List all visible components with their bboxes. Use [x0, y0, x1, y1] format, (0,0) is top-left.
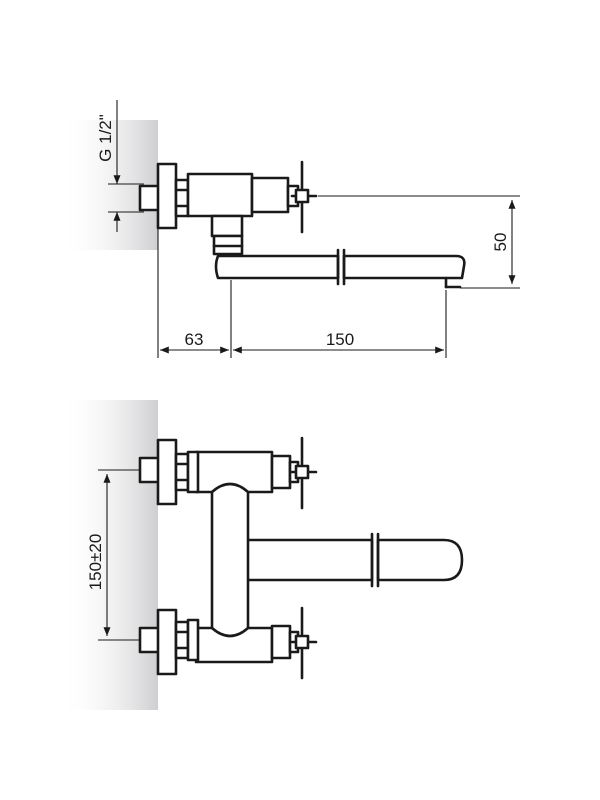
body-connector	[194, 450, 274, 664]
upper-valve	[270, 436, 318, 510]
mixer-body	[186, 172, 290, 256]
spout	[214, 248, 466, 289]
spout-front	[243, 532, 464, 588]
thread-dimension: G 1/2"	[96, 100, 144, 232]
height-dimension: 50	[318, 195, 520, 289]
front-view: 150±20	[60, 400, 464, 710]
thread-label: G 1/2"	[96, 114, 115, 162]
upper-inlet	[138, 438, 200, 506]
lower-valve	[270, 606, 318, 680]
wall-shading-bottom	[60, 400, 158, 710]
center-distance-dimension: 150±20	[86, 469, 148, 641]
center-distance-label: 150±20	[86, 534, 105, 591]
height-label: 50	[491, 233, 510, 252]
spout-length-label: 150	[326, 330, 354, 349]
side-view: G 1/2"	[60, 100, 520, 358]
cross-handle-icon	[286, 160, 318, 234]
lower-inlet	[138, 608, 200, 676]
length-dimensions: 63 150	[157, 228, 447, 358]
wall-offset-label: 63	[185, 330, 204, 349]
inlet-fitting	[138, 162, 190, 230]
